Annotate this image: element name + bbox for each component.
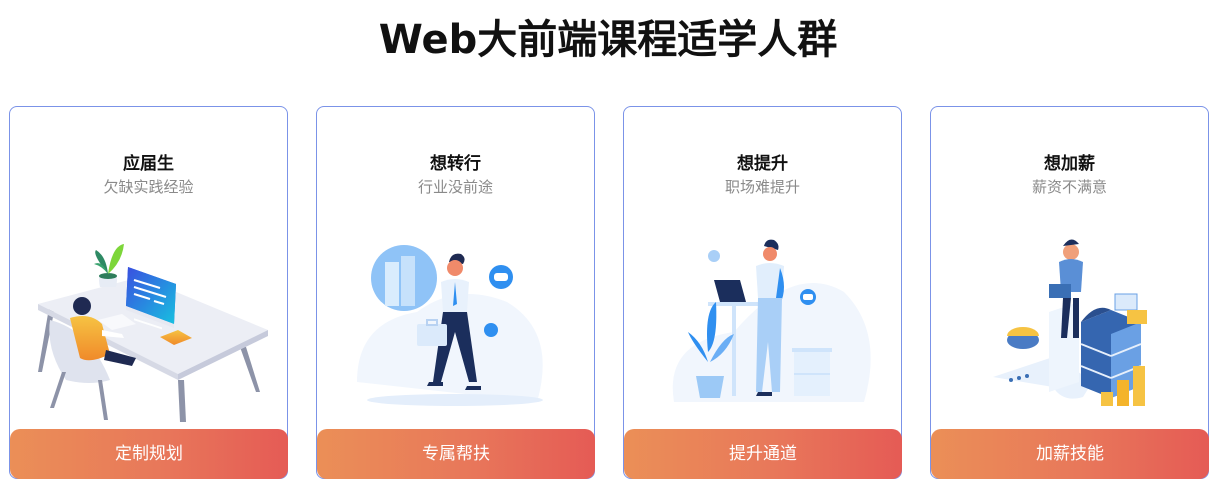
custom-plan-button[interactable]: 定制规划 xyxy=(10,429,288,479)
desk-workstation-illustration xyxy=(10,232,287,427)
page-title: Web大前端课程适学人群 xyxy=(378,17,838,63)
dedicated-support-button[interactable]: 专属帮扶 xyxy=(317,429,595,479)
card-improve: 想提升 职场难提升 xyxy=(623,106,902,479)
card-graduate: 应届生 欠缺实践经验 xyxy=(9,106,288,479)
raise-skills-button[interactable]: 加薪技能 xyxy=(931,429,1209,479)
improvement-channel-button[interactable]: 提升通道 xyxy=(624,429,902,479)
card-subtitle: 职场难提升 xyxy=(724,178,800,196)
card-raise: 想加薪 薪资不满意 xyxy=(930,106,1209,479)
card-title: 想转行 xyxy=(430,154,481,174)
card-title: 应届生 xyxy=(123,154,174,174)
card-career-change: 想转行 行业没前途 xyxy=(316,106,595,479)
walking-businessman-illustration xyxy=(317,232,594,427)
standing-laptop-illustration xyxy=(624,232,901,427)
card-title: 想加薪 xyxy=(1044,154,1095,174)
server-data-illustration xyxy=(931,232,1208,427)
card-subtitle: 行业没前途 xyxy=(417,178,493,196)
card-subtitle: 薪资不满意 xyxy=(1031,178,1107,196)
card-title: 想提升 xyxy=(737,154,788,174)
card-subtitle: 欠缺实践经验 xyxy=(103,178,194,196)
